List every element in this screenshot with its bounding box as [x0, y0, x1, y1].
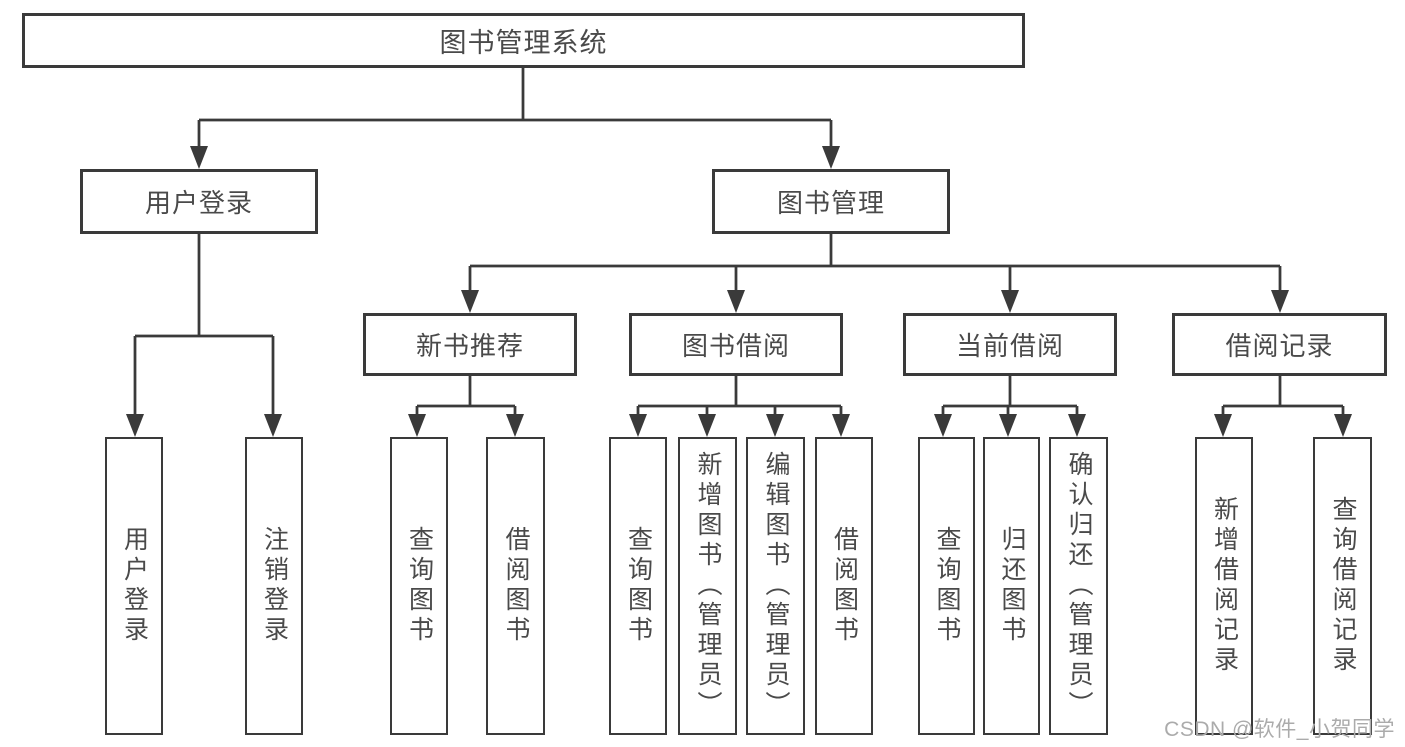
leaf-edit-book-admin: 编辑图书（管理员）	[746, 437, 805, 735]
arrowheads	[126, 146, 1352, 437]
node-label: 归还图书	[998, 526, 1026, 646]
node-label: 借阅记录	[1225, 331, 1334, 361]
node-label: 当前借阅	[955, 331, 1064, 361]
node-label: 图书管理系统	[439, 28, 608, 58]
node-label: 图书管理	[776, 188, 885, 218]
node-label: 借阅图书	[830, 526, 859, 646]
leaf-logout: 注销登录	[245, 437, 303, 735]
node-current-borrowing: 当前借阅	[903, 313, 1117, 376]
leaf-query-books-borrow: 查询图书	[609, 437, 667, 735]
node-library-management-system: 图书管理系统	[22, 13, 1025, 68]
leaf-user-login: 用户登录	[105, 437, 163, 735]
node-label: 新增借阅记录	[1210, 496, 1239, 676]
node-label: 借阅图书	[502, 526, 530, 646]
node-user-login: 用户登录	[80, 169, 318, 234]
node-label: 查询借阅记录	[1329, 496, 1357, 676]
leaf-add-book-admin: 新增图书（管理员）	[678, 437, 737, 735]
node-new-book-recommendation: 新书推荐	[363, 313, 577, 376]
node-label: 新书推荐	[415, 331, 524, 361]
leaf-query-books-current: 查询图书	[918, 437, 975, 735]
node-label: 确认归还（管理员）	[1065, 451, 1093, 721]
node-label: 编辑图书（管理员）	[762, 451, 790, 721]
node-borrowing-records: 借阅记录	[1172, 313, 1387, 376]
node-book-borrowing: 图书借阅	[629, 313, 843, 376]
leaf-query-borrow-record: 查询借阅记录	[1313, 437, 1372, 735]
node-label: 查询图书	[405, 526, 434, 646]
leaf-confirm-return-admin: 确认归还（管理员）	[1049, 437, 1108, 735]
node-book-management: 图书管理	[712, 169, 950, 234]
leaf-borrow-books-recommend: 借阅图书	[486, 437, 545, 735]
node-label: 用户登录	[144, 188, 253, 218]
node-label: 注销登录	[260, 526, 289, 646]
leaf-query-books-recommend: 查询图书	[390, 437, 448, 735]
node-label: 新增图书（管理员）	[694, 451, 722, 721]
leaf-borrow-books-borrow: 借阅图书	[815, 437, 873, 735]
node-label: 查询图书	[624, 526, 653, 646]
node-label: 查询图书	[933, 526, 961, 646]
node-label: 用户登录	[120, 526, 149, 646]
leaf-return-books: 归还图书	[983, 437, 1040, 735]
node-label: 图书借阅	[681, 331, 790, 361]
leaf-add-borrow-record: 新增借阅记录	[1195, 437, 1253, 735]
connector-strokes	[133, 68, 1345, 422]
